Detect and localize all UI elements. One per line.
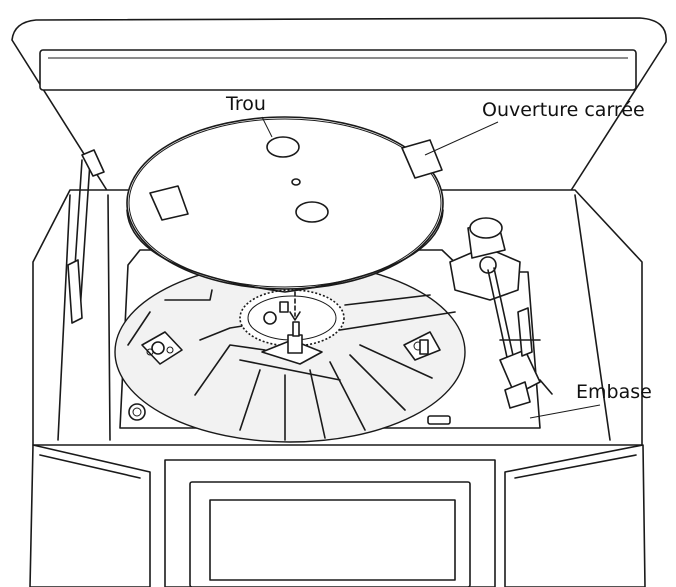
tonearm-assembly: [449, 217, 553, 409]
center-spindle: [261, 221, 323, 365]
platter-center-hole: [291, 178, 329, 223]
right-mechanism: [403, 331, 441, 361]
leader-lines: [261, 116, 601, 419]
square-opening-left: [149, 185, 189, 221]
square-opening-right: [401, 139, 443, 179]
left-mechanism: [127, 311, 183, 365]
lid-stay: [67, 149, 105, 324]
platter-disc: [126, 116, 444, 293]
platter-hole: [266, 136, 300, 158]
label-hole: Trou: [225, 93, 266, 115]
cabinet-front: [29, 444, 646, 587]
label-square-opening: Ouverture carrée: [482, 99, 645, 121]
label-base: Embase: [576, 381, 652, 403]
